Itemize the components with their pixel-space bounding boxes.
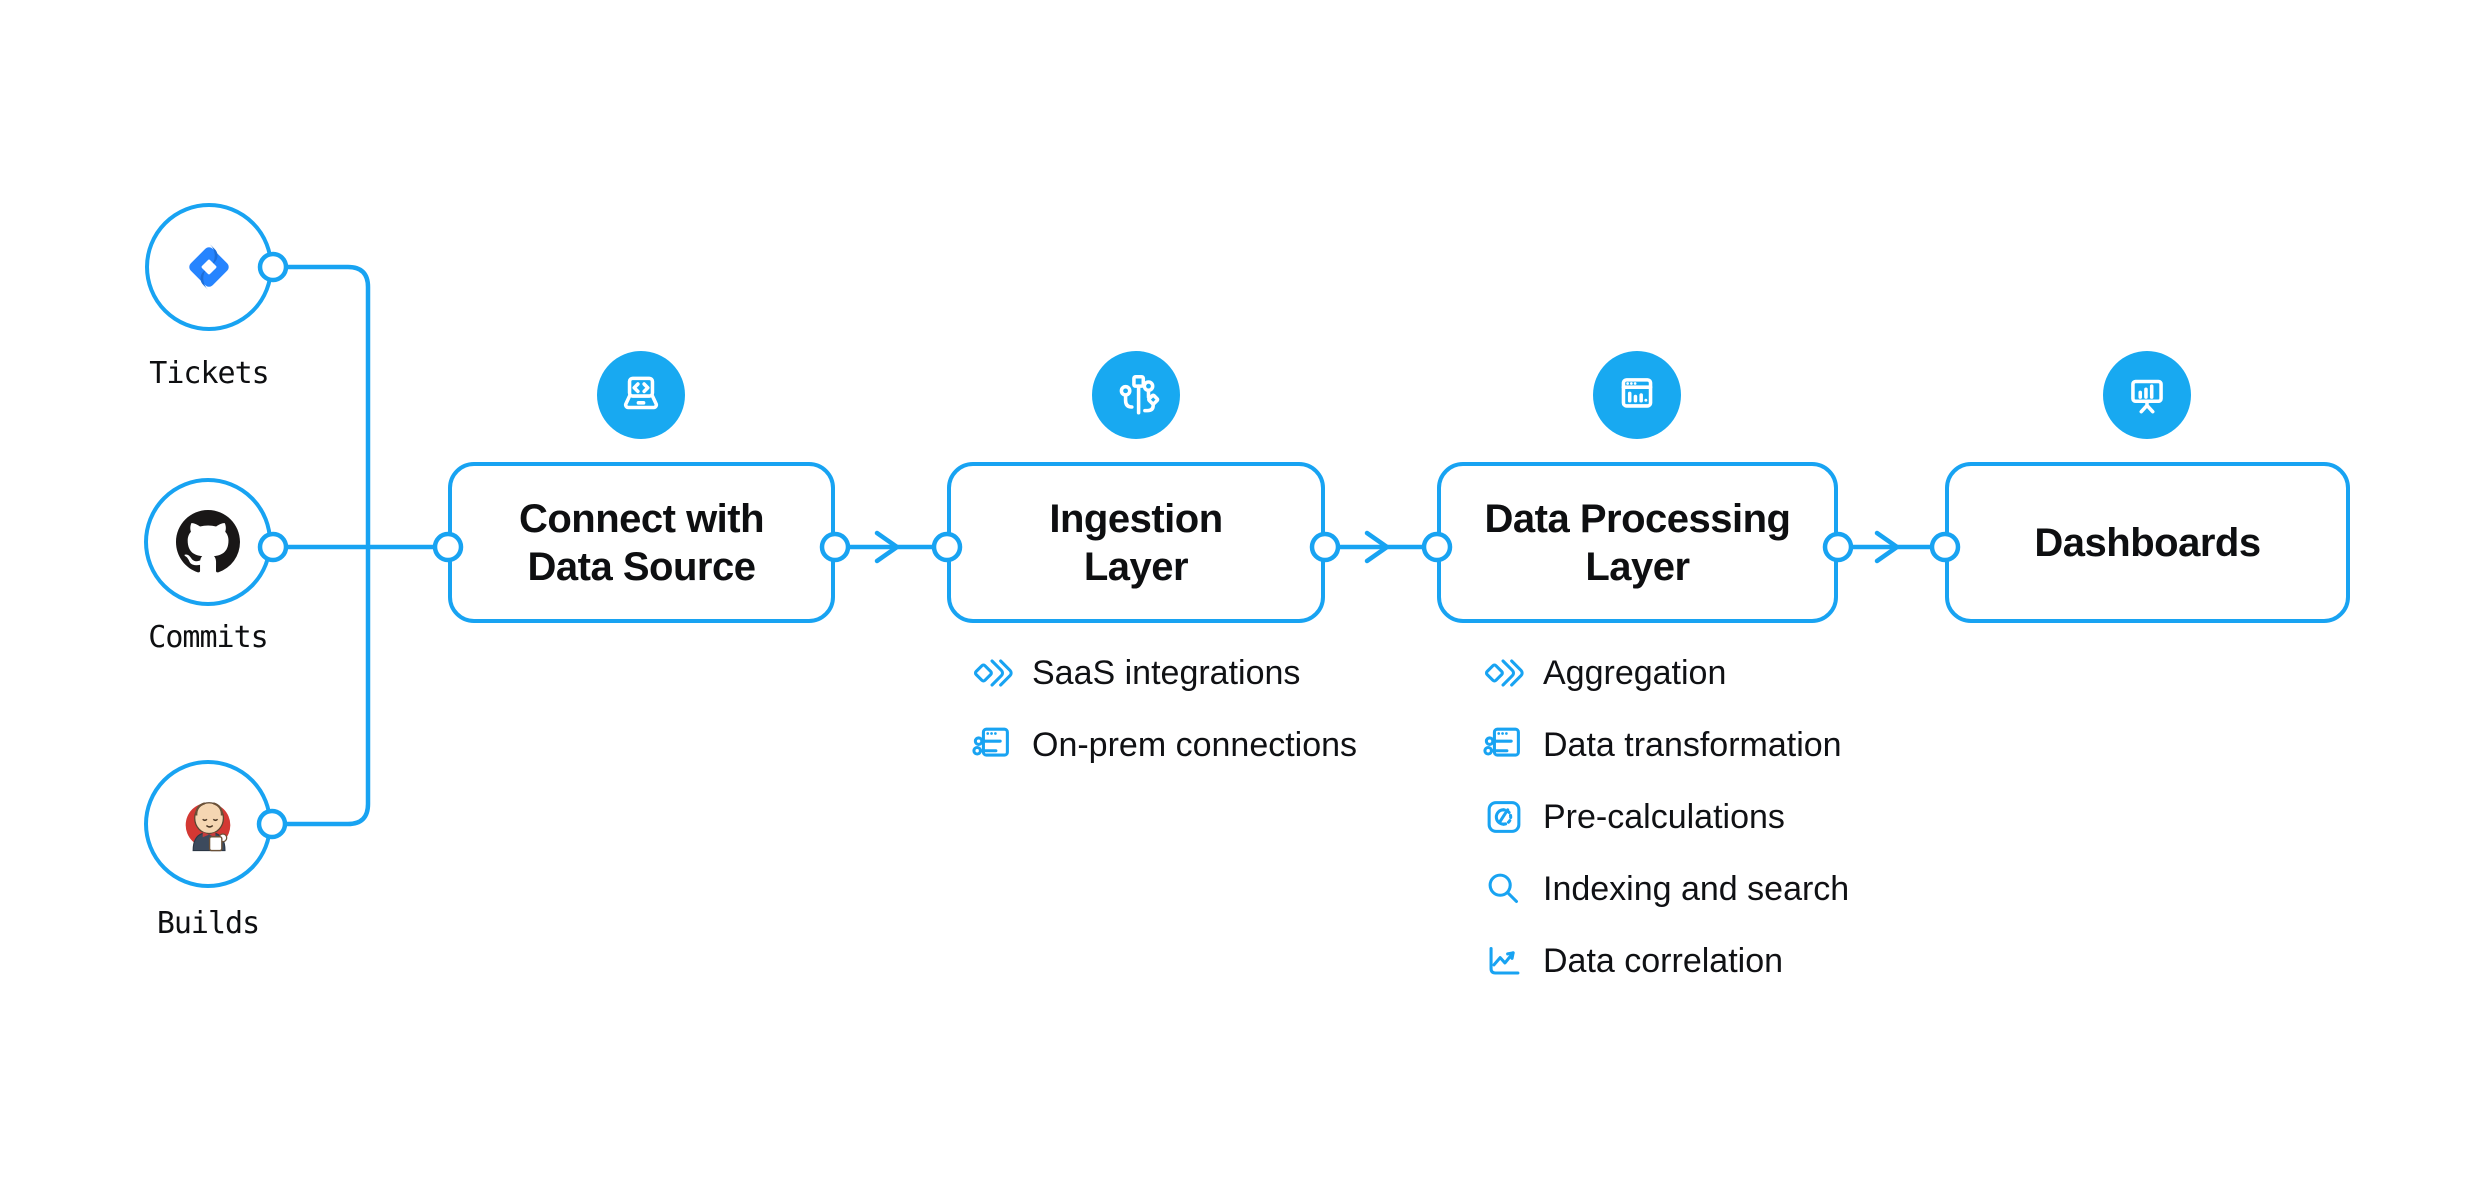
stage-box-processing: Data Processing Layer (1437, 462, 1838, 623)
source-node-tickets (145, 203, 273, 331)
stage-label: Connect with Data Source (518, 496, 765, 589)
diamonds-icon (973, 659, 1013, 687)
arrowhead-icon (1364, 530, 1390, 564)
feature-label: Pre-calculations (1543, 797, 1785, 836)
feature-label: On-prem connections (1032, 725, 1358, 764)
jira-icon (189, 244, 229, 290)
stage-box-dashboards: Dashboards (1945, 462, 2350, 623)
stage-badge-ingestion (1092, 351, 1180, 439)
search-icon (1488, 873, 1518, 903)
window-sliders-icon (1483, 727, 1520, 757)
source-label-tickets: Tickets (149, 356, 269, 391)
circuit-icon (1119, 375, 1160, 415)
processing-feature-list: Aggregation Data transformation Pre-calc… (1481, 637, 1849, 997)
jenkins-icon (185, 802, 231, 852)
stage-badge-processing (1593, 351, 1681, 439)
presentation-chart-icon (2131, 379, 2163, 414)
window-chart-icon (1621, 378, 1653, 408)
feature-label: Data correlation (1543, 941, 1784, 980)
list-item: Data transformation (1481, 709, 1849, 781)
trunk-wire (269, 264, 371, 827)
feature-label: SaaS integrations (1032, 653, 1301, 692)
window-sliders-icon (972, 727, 1009, 757)
laptop-code-icon (623, 376, 659, 410)
feature-label: Aggregation (1543, 653, 1727, 692)
list-item: Aggregation (1481, 637, 1849, 709)
chart-line-icon (1489, 947, 1520, 975)
list-item: Indexing and search (1481, 853, 1849, 925)
list-item: On-prem connections (970, 709, 1357, 781)
feature-label: Indexing and search (1543, 869, 1850, 908)
list-item: Pre-calculations (1481, 781, 1849, 853)
arrowhead-icon (874, 530, 900, 564)
feature-label: Data transformation (1543, 725, 1842, 764)
list-item: Data correlation (1481, 925, 1849, 997)
stage-label: Ingestion Layer (1049, 496, 1223, 589)
stage-badge-dashboards (2103, 351, 2191, 439)
source-label-builds: Builds (156, 906, 260, 941)
stage-badge-connect (597, 351, 685, 439)
gauge-icon (1487, 801, 1521, 833)
stage-label: Dashboards (2034, 520, 2261, 565)
stage-label: Data Processing Layer (1484, 496, 1791, 589)
stage-box-connect: Connect with Data Source (448, 462, 835, 623)
github-icon (176, 510, 240, 573)
diamonds-icon (1484, 659, 1524, 687)
stage-box-ingestion: Ingestion Layer (947, 462, 1325, 623)
list-item: SaaS integrations (970, 637, 1357, 709)
source-node-builds (144, 760, 272, 888)
arrowhead-icon (1874, 530, 1900, 564)
source-node-commits (144, 478, 272, 606)
ingestion-feature-list: SaaS integrations On-prem connections (970, 637, 1357, 781)
source-label-commits: Commits (148, 620, 268, 655)
